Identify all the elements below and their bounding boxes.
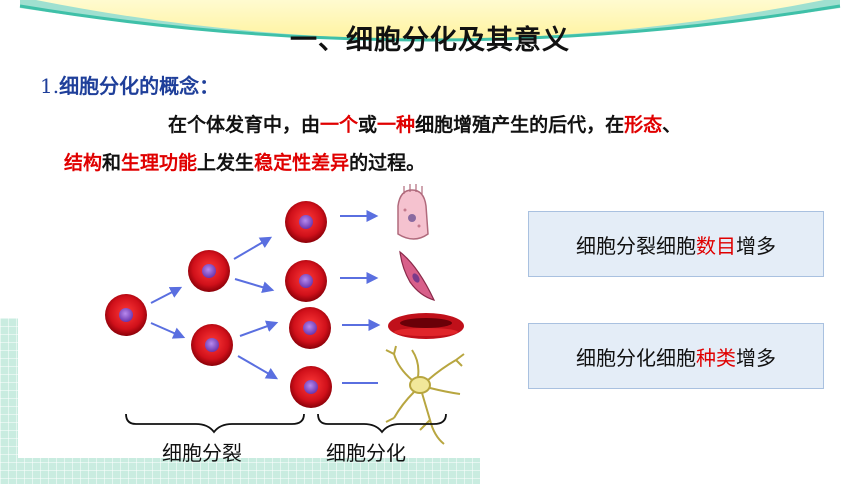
definition-seg: 一个 (320, 114, 359, 136)
definition-seg: 形态 (624, 114, 663, 136)
box-text: 细胞分裂细胞 (576, 233, 696, 258)
box-text: 增多 (736, 233, 776, 258)
title-banner (19, 0, 841, 42)
differentiation-arrows (340, 210, 381, 331)
cell-gen3-2 (285, 260, 327, 302)
definition-seg: 在个体发育中，由 (168, 114, 321, 136)
definition-text: 在个体发育中，由一个或一种细胞增殖产生的后代，在形态、结构和生理功能上发生稳定性… (64, 106, 849, 182)
cell-gen3-1 (285, 201, 327, 243)
box-text: 增多 (736, 345, 776, 370)
division-arrows (150, 236, 279, 380)
grid-decoration (0, 318, 480, 484)
epithelial-cell-icon (397, 184, 429, 240)
red-blood-cell-icon (388, 313, 464, 339)
definition-seg: 一种 (377, 114, 416, 136)
concept-number: 1. (40, 74, 60, 98)
box-text: 细胞分化细胞 (576, 345, 696, 370)
definition-seg: 上发生 (197, 152, 255, 174)
box-highlight: 种类 (696, 345, 736, 370)
label-cell-differentiation: 细胞分化 (326, 441, 406, 465)
definition-seg: 生理功能 (121, 152, 198, 174)
cell-gen3-3 (289, 307, 331, 349)
box-highlight: 数目 (696, 233, 736, 258)
box-differentiation-types: 细胞分化细胞种类增多 (528, 323, 824, 389)
definition-seg: 细胞增殖产生的后代，在 (415, 114, 625, 136)
definition-seg: 和 (102, 152, 122, 174)
cell-gen2-bottom (191, 324, 233, 366)
cell-parent (105, 294, 147, 336)
definition-seg: 的过程。 (349, 152, 426, 174)
neuron-icon (385, 345, 465, 445)
definition-seg: 稳定性差异 (254, 152, 350, 174)
box-division-number: 细胞分裂细胞数目增多 (528, 211, 824, 277)
concept-heading: 1.细胞分化的概念： (40, 70, 219, 99)
label-cell-division: 细胞分裂 (162, 441, 242, 465)
cell-gen3-4 (290, 366, 332, 408)
definition-seg: 、 (662, 114, 682, 136)
muscle-cell-icon (399, 250, 436, 301)
definition-seg: 或 (358, 114, 378, 136)
definition-seg: 结构 (64, 152, 103, 174)
concept-label: 细胞分化的概念： (59, 74, 220, 98)
slide-title: 一、细胞分化及其意义 (290, 25, 570, 56)
cell-gen2-top (188, 250, 230, 292)
